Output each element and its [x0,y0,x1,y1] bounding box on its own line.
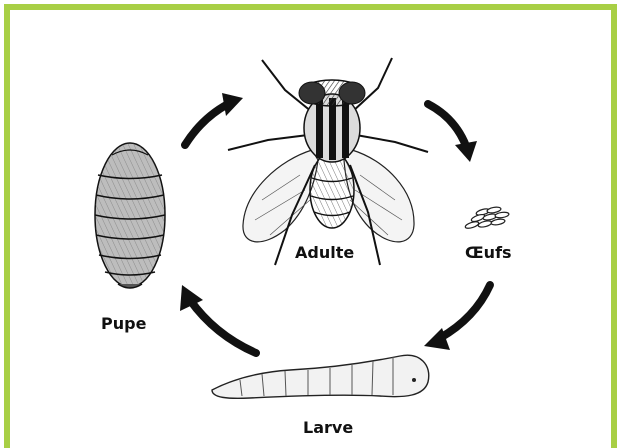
eggs-icon [465,206,510,229]
arrow-icon [428,104,477,162]
fly-icon [228,58,428,265]
pupa-icon [95,143,165,288]
larva-icon [212,355,429,398]
larva-label: Larve [303,418,353,437]
eggs-label: Œufs [465,243,512,262]
arrow-icon [180,285,256,353]
arrow-icon [185,93,243,145]
arrow-icon [424,285,490,350]
pupa-label: Pupe [101,314,146,333]
adult-label: Adulte [295,243,354,262]
